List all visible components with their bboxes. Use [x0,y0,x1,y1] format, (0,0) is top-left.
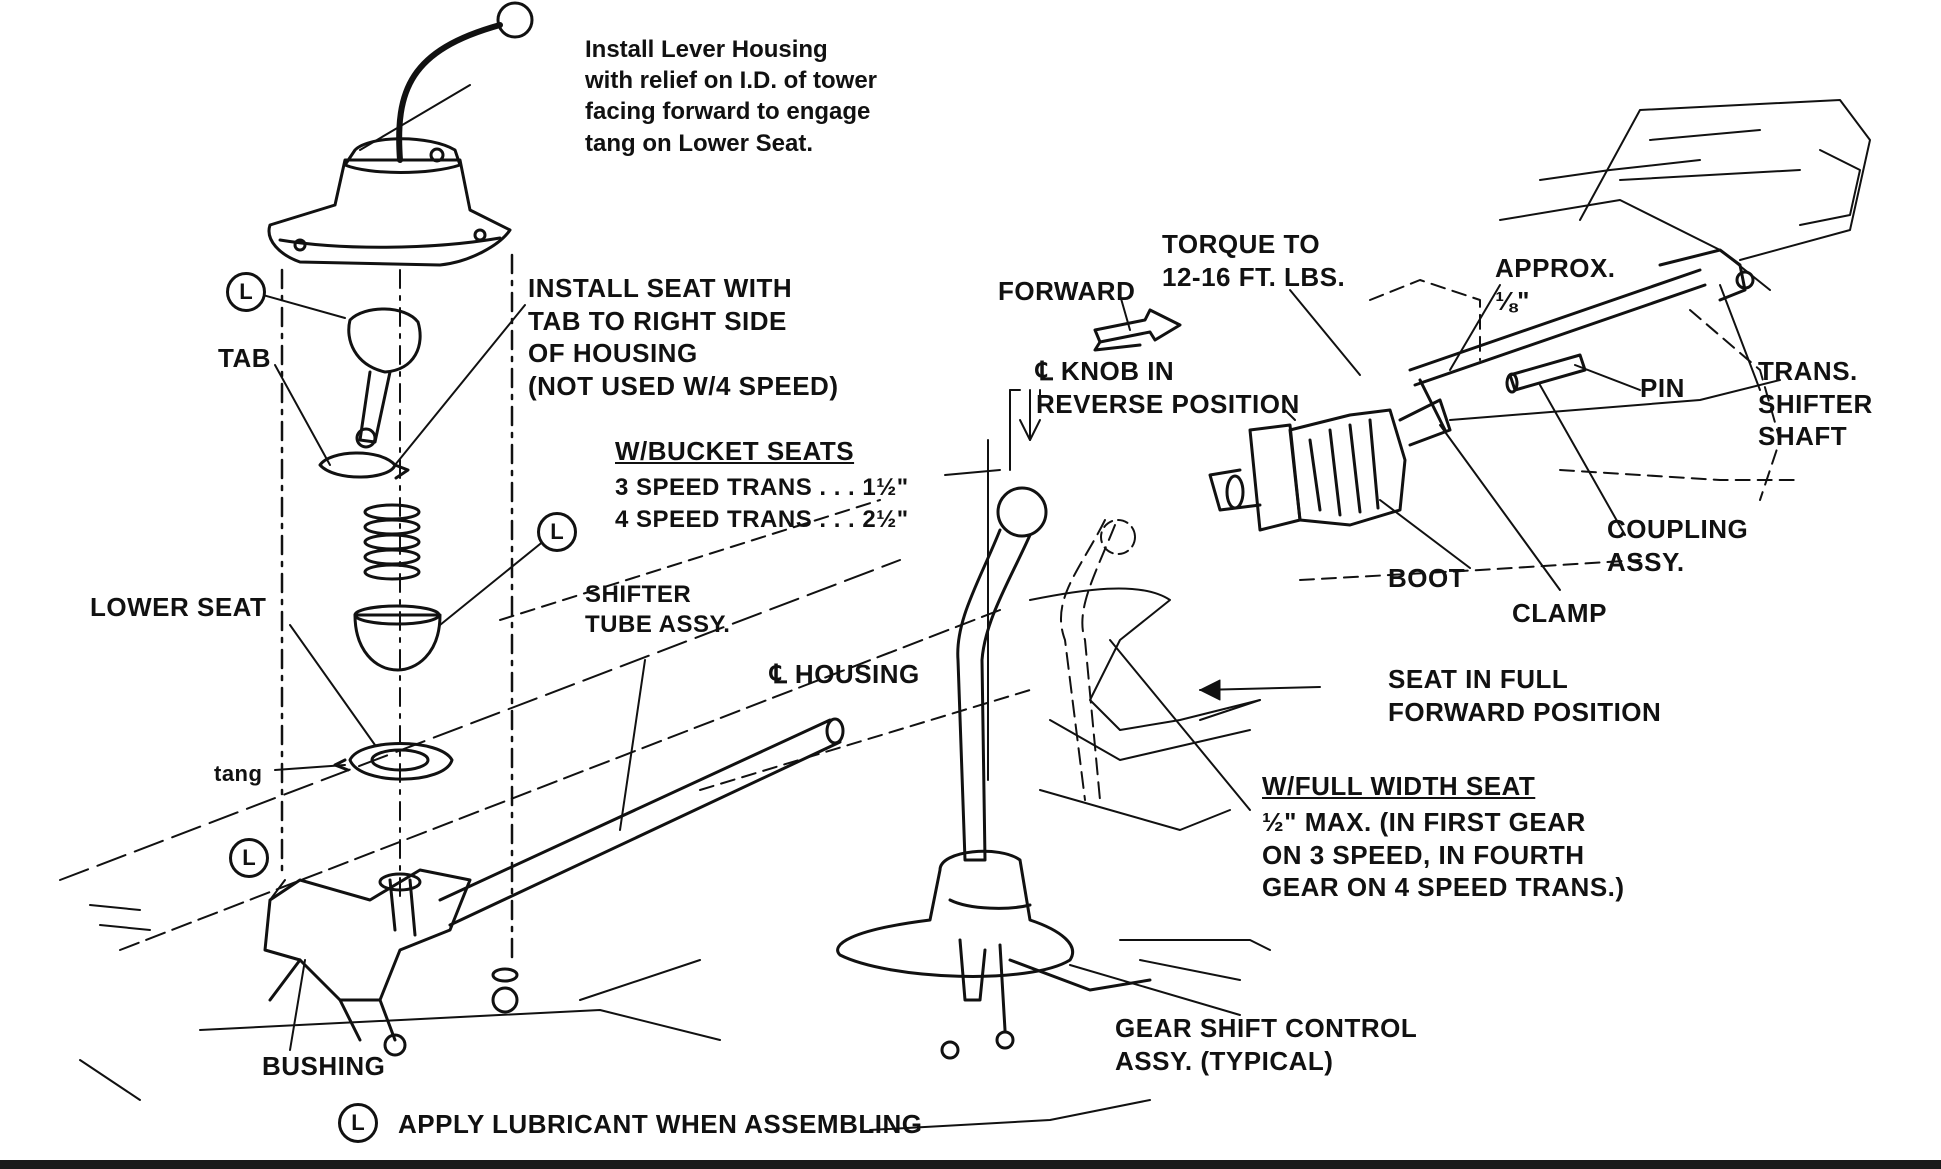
label-shifter-tube: SHIFTER TUBE ASSY. [585,581,731,638]
label-coupling: COUPLING ASSY. [1607,514,1749,577]
lower-seat-ring [348,742,454,781]
label-housing-cl: ℄ HOUSING [770,659,920,689]
label-full-width-title: W/FULL WIDTH SEAT [1262,771,1536,801]
trans-shifter-shaft [1408,268,1707,387]
lever-housing [267,158,512,267]
lever-rod [396,22,503,163]
lube-symbol-legend: L [338,1103,378,1143]
label-clamp: CLAMP [1512,598,1607,628]
lube-symbol-cup: L [537,512,577,552]
label-seat-forward: SEAT IN FULL FORWARD POSITION [1388,664,1662,727]
label-knob-reverse: ℄ KNOB IN REVERSE POSITION [1036,356,1300,419]
label-tab: TAB [218,343,272,373]
label-bucket-title: W/BUCKET SEATS [615,436,855,466]
label-full-width-text: ½" MAX. (IN FIRST GEAR ON 3 SPEED, IN FO… [1262,807,1625,902]
boot [1288,408,1407,527]
bottom-border-bar [0,1160,1941,1169]
label-apply-lube: APPLY LUBRICANT WHEN ASSEMBLING [398,1109,923,1139]
gear-shift-housing [836,849,1074,978]
spring [363,503,421,581]
forward-arrow [1093,308,1182,344]
label-tang: tang [214,761,263,786]
label-boot: BOOT [1388,563,1466,593]
tab-seat [318,451,397,479]
base-bracket [263,868,472,1002]
label-torque: TORQUE TO 12-16 FT. LBS. [1162,229,1346,292]
label-bucket-3speed: 3 SPEED TRANS . . . 1½" [615,474,909,501]
lube-symbol-bracket: L [229,838,269,878]
label-bucket-4speed: 4 SPEED TRANS . . . 2½" [615,506,909,533]
label-approx: APPROX. ⅛" [1495,253,1616,316]
shifter-tube [438,718,842,927]
label-trans-shaft: TRANS. SHIFTER SHAFT [1758,356,1873,451]
pin [1508,353,1587,392]
label-pin: PIN [1640,373,1685,403]
label-gear-shift: GEAR SHIFT CONTROL ASSY. (TYPICAL) [1115,1013,1418,1076]
lube-symbol-housing: L [226,272,266,312]
label-forward: FORWARD [998,276,1136,306]
label-lower-seat: LOWER SEAT [90,592,267,622]
shift-lever-center [956,528,1032,862]
label-lever-housing: Install Lever Housing with relief on I.D… [585,36,878,157]
shift-knob-reverse [996,486,1048,538]
lower-lever [347,307,422,374]
label-bushing: BUSHING [262,1051,386,1081]
label-install-seat: INSTALL SEAT WITH TAB TO RIGHT SIDE OF H… [528,273,839,401]
lever-knob [496,1,534,39]
seat-cup [353,613,442,672]
